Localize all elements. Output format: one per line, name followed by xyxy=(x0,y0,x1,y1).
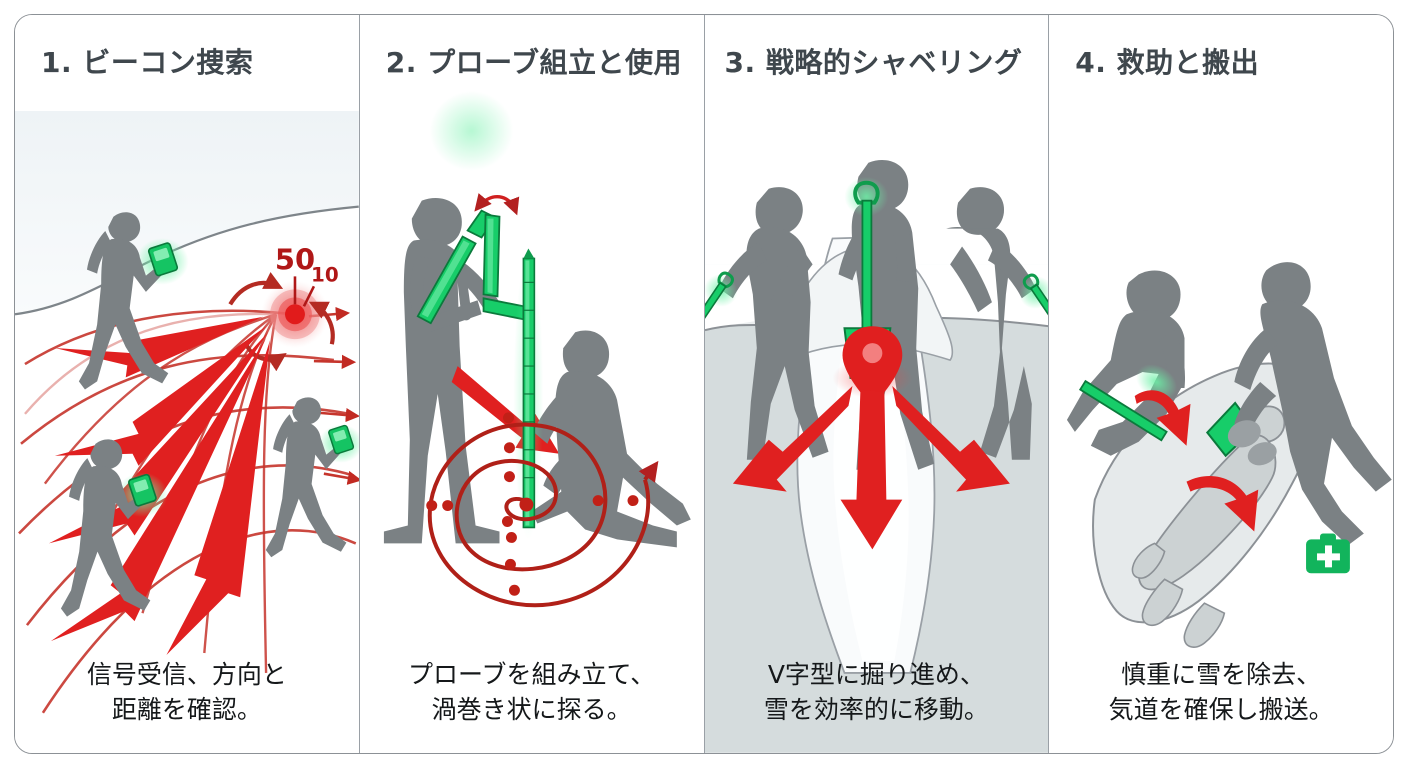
panel-caption-2: プローブを組み立て、 渦巻き状に探る。 xyxy=(360,658,704,727)
arrow-down xyxy=(840,389,902,550)
panel-beacon-search[interactable]: 1. ビーコン捜索 xyxy=(15,15,359,753)
snow-slope-shape xyxy=(15,110,359,315)
searcher-figure-lower-left xyxy=(60,439,168,617)
snow-removal-arrows xyxy=(732,385,1010,550)
probe-deployed xyxy=(513,248,544,540)
rescuer-figure-right xyxy=(1234,262,1393,546)
search-path-arrows xyxy=(48,316,271,656)
panel-strategic-shoveling[interactable]: 3. 戦略的シャベリング xyxy=(703,15,1049,753)
caption-line-1: V字型に掘り進め、 xyxy=(767,660,985,689)
caption-line-2: 雪を効率的に移動。 xyxy=(763,694,989,724)
panel-3-illustration xyxy=(704,15,1049,753)
beacon-transceiver-icon xyxy=(127,473,157,507)
spiral-search-pattern xyxy=(427,422,659,608)
shoveler-figure-right xyxy=(945,187,1049,460)
arrow-extract xyxy=(1186,475,1259,532)
searcher-figure-upper xyxy=(78,212,189,390)
shoveler-figure-left xyxy=(704,187,829,460)
panel-rescue-extraction[interactable]: 4. 救助と搬出 xyxy=(1048,15,1393,753)
beacon-transceiver-icon xyxy=(147,242,179,277)
snow-shovel-icon xyxy=(704,271,737,387)
approach-curve-arrows xyxy=(228,272,335,372)
panel-probe-assembly[interactable]: 2. プローブ組立と使用 xyxy=(358,15,704,753)
airway-hands xyxy=(1228,420,1277,466)
figure-probing xyxy=(531,330,691,548)
panel-4-illustration xyxy=(1049,15,1393,753)
figure-assembling-probe xyxy=(383,198,500,544)
arrow-left xyxy=(732,385,852,492)
rescue-action-arrows xyxy=(1134,390,1259,532)
searcher-figure-right xyxy=(265,397,359,558)
first-aid-kit-icon xyxy=(1306,533,1351,574)
arrow-clear-snow xyxy=(1134,390,1191,446)
arrow-right xyxy=(891,385,1010,492)
infographic-frame: 1. ビーコン捜索 xyxy=(14,14,1394,754)
caption-line-1: 慎重に雪を除去、 xyxy=(1121,660,1322,689)
panel-caption-3: V字型に掘り進め、 雪を効率的に移動。 xyxy=(705,658,1049,727)
beacon-transceiver-icon xyxy=(328,424,355,455)
caption-line-2: 渦巻き状に探る。 xyxy=(431,694,632,724)
snow-shovel-icon xyxy=(1018,273,1049,388)
panel-title-3: 3. 戦略的シャベリング xyxy=(724,46,1023,79)
caption-line-1: 信号受信、方向と xyxy=(86,660,287,689)
panel-caption-4: 慎重に雪を除去、 気道を確保し搬送。 xyxy=(1049,658,1393,727)
panel-2-illustration xyxy=(360,15,704,753)
distance-label-50: 50 xyxy=(275,242,315,276)
spiral-probe-points xyxy=(426,412,639,596)
caption-line-1: プローブを組み立て、 xyxy=(407,660,656,689)
panel-title-2: 2. プローブ組立と使用 xyxy=(385,46,682,79)
probe-folded-segments xyxy=(416,91,525,325)
caption-line-2: 距離を確認。 xyxy=(111,694,262,724)
panel-1-illustration: 50 10 xyxy=(15,15,359,753)
panel-caption-1: 信号受信、方向と 距離を確認。 xyxy=(15,658,359,727)
caption-line-2: 気道を確保し搬送。 xyxy=(1108,694,1334,724)
distance-label-10: 10 xyxy=(311,263,339,286)
panel-title-4: 4. 救助と搬出 xyxy=(1075,46,1260,79)
assembly-rotate-arrow xyxy=(474,193,519,216)
rescuer-figure-left xyxy=(1067,270,1186,456)
distance-leader-lines xyxy=(293,276,316,307)
panel-title-1: 1. ビーコン捜索 xyxy=(41,46,254,79)
location-pin-icon xyxy=(832,326,912,406)
